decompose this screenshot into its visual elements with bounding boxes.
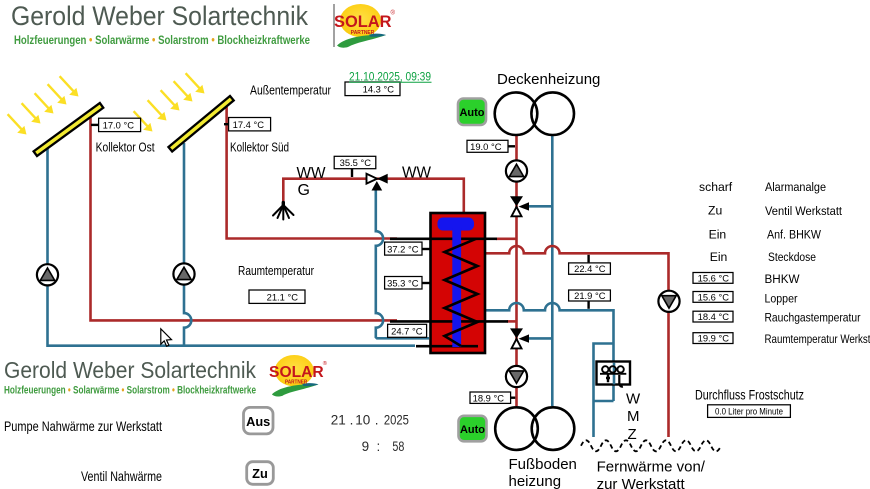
svg-text:Ein: Ein xyxy=(710,250,728,264)
svg-text:18.9 °C: 18.9 °C xyxy=(473,392,505,403)
svg-text:Holzfeuerungen • Solarwärme •: Holzfeuerungen • Solarwärme • Solarstrom… xyxy=(4,385,256,397)
svg-text:24.7 °C: 24.7 °C xyxy=(391,326,423,337)
svg-text:14.3 °C: 14.3 °C xyxy=(363,84,395,95)
svg-text:21.1 °C: 21.1 °C xyxy=(267,292,299,303)
svg-text:0.0 Liter pro Minute: 0.0 Liter pro Minute xyxy=(715,406,783,416)
svg-text:Ventil Werkstatt: Ventil Werkstatt xyxy=(765,204,843,218)
svg-text:scharf: scharf xyxy=(699,180,733,194)
svg-text:heizung: heizung xyxy=(509,473,562,489)
svg-text:Gerold Weber Solartechnik: Gerold Weber Solartechnik xyxy=(11,1,309,31)
svg-text:21.9 °C: 21.9 °C xyxy=(574,290,606,301)
svg-text:18.4 °C: 18.4 °C xyxy=(698,311,730,322)
svg-text:G: G xyxy=(298,182,310,199)
svg-text:Kollektor Ost: Kollektor Ost xyxy=(96,141,155,155)
svg-text:Fußboden: Fußboden xyxy=(509,456,577,473)
svg-text:Pumpe Nahwärme zur Werkstatt: Pumpe Nahwärme zur Werkstatt xyxy=(4,419,162,434)
svg-text:Auto: Auto xyxy=(459,107,484,119)
svg-text:Rauchgastemperatur: Rauchgastemperatur xyxy=(765,311,861,325)
svg-text:Fernwärme von/: Fernwärme von/ xyxy=(597,459,706,476)
svg-text:35.3 °C: 35.3 °C xyxy=(387,278,419,289)
svg-text:17.0 °C: 17.0 °C xyxy=(103,120,135,131)
svg-text:Lopper: Lopper xyxy=(765,292,798,306)
svg-text:Deckenheizung: Deckenheizung xyxy=(497,71,600,88)
svg-text:M: M xyxy=(627,408,640,425)
svg-text:WW: WW xyxy=(297,165,327,182)
svg-text:W: W xyxy=(626,391,641,408)
svg-text:Raumtemperatur: Raumtemperatur xyxy=(238,264,314,278)
svg-text:35.5 °C: 35.5 °C xyxy=(340,157,372,168)
svg-text:zur Werkstatt: zur Werkstatt xyxy=(597,476,686,489)
svg-text:Zu: Zu xyxy=(252,466,268,481)
svg-text:17.4 °C: 17.4 °C xyxy=(233,119,265,130)
svg-text:Holzfeuerungen • Solarwärme •: Holzfeuerungen • Solarwärme • Solarstrom… xyxy=(14,33,310,47)
svg-text:Gerold Weber Solartechnik: Gerold Weber Solartechnik xyxy=(4,357,256,383)
svg-text:WW: WW xyxy=(402,164,432,181)
svg-text:22.4 °C: 22.4 °C xyxy=(574,263,606,274)
svg-text:15.6 °C: 15.6 °C xyxy=(698,272,730,283)
svg-text:Ventil Nahwärme: Ventil Nahwärme xyxy=(81,469,162,484)
svg-text:19.0 °C: 19.0 °C xyxy=(470,141,502,152)
svg-text:Kollektor Süd: Kollektor Süd xyxy=(230,141,289,155)
svg-text:Ein: Ein xyxy=(709,228,727,242)
svg-text:Zu: Zu xyxy=(708,204,722,218)
svg-text:Alarmanalge: Alarmanalge xyxy=(765,180,826,194)
svg-text:Anf. BHKW: Anf. BHKW xyxy=(767,228,821,242)
svg-text:Außentemperatur: Außentemperatur xyxy=(250,83,331,97)
svg-text:15.6 °C: 15.6 °C xyxy=(698,291,730,302)
svg-text:21.10.2025: 21.10.2025 xyxy=(331,412,409,427)
svg-text:BHKW: BHKW xyxy=(765,272,800,286)
svg-text:19.9 °C: 19.9 °C xyxy=(698,333,730,344)
svg-text:Z: Z xyxy=(628,426,637,443)
svg-text:37.2 °C: 37.2 °C xyxy=(387,243,419,254)
svg-text:Durchfluss Frostschutz: Durchfluss Frostschutz xyxy=(695,388,804,403)
svg-text:Raumtemperatur Werkst: Raumtemperatur Werkst xyxy=(765,332,870,346)
svg-text:Steckdose: Steckdose xyxy=(768,250,816,264)
svg-text:21.10.2025, 09:39: 21.10.2025, 09:39 xyxy=(349,72,431,84)
svg-text:Auto: Auto xyxy=(460,424,485,436)
svg-text:9:58: 9:58 xyxy=(362,439,405,454)
svg-text:Aus: Aus xyxy=(246,414,270,429)
